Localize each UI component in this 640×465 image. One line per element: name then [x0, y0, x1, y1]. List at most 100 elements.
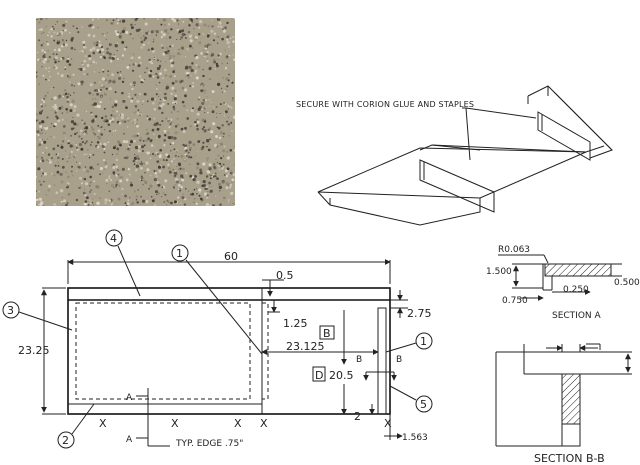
granite-speck: [99, 142, 102, 146]
granite-speck: [212, 173, 215, 176]
granite-speck: [99, 173, 102, 176]
granite-speck: [181, 56, 183, 58]
granite-speck: [189, 193, 192, 196]
granite-speck: [182, 143, 185, 146]
granite-speck: [201, 184, 204, 188]
granite-speck: [160, 35, 163, 38]
granite-speck: [162, 190, 164, 192]
granite-speck: [159, 123, 162, 126]
granite-speck: [78, 135, 81, 138]
granite-speck: [58, 32, 62, 36]
granite-speck: [190, 68, 194, 73]
granite-speck: [80, 147, 84, 151]
granite-speck: [187, 76, 190, 79]
granite-speck: [83, 168, 85, 171]
granite-speck: [81, 137, 83, 140]
granite-speck: [86, 169, 90, 173]
granite-speck: [118, 184, 121, 187]
granite-speck: [201, 145, 205, 149]
granite-speck: [118, 76, 122, 80]
granite-speck: [185, 71, 189, 75]
granite-speck: [97, 136, 99, 138]
granite-speck: [174, 200, 177, 204]
granite-speck: [228, 73, 230, 76]
granite-speck: [127, 199, 130, 202]
granite-speck: [145, 67, 148, 70]
granite-speck: [101, 68, 105, 71]
plan-right-strip: [377, 307, 387, 415]
granite-speck: [205, 202, 210, 206]
granite-speck: [95, 106, 97, 108]
granite-speck: [166, 83, 168, 85]
granite-speck: [176, 123, 180, 126]
granite-speck: [148, 117, 152, 121]
granite-speck: [61, 112, 64, 114]
granite-speck: [206, 96, 208, 98]
granite-speck: [110, 178, 113, 182]
granite-speck: [86, 196, 89, 200]
granite-speck: [127, 147, 130, 150]
granite-speck: [73, 156, 76, 158]
granite-speck: [180, 36, 183, 39]
granite-speck: [81, 26, 83, 28]
granite-speck: [192, 81, 195, 84]
granite-speck: [45, 67, 48, 70]
granite-speck: [175, 175, 177, 177]
granite-speck: [228, 45, 231, 48]
granite-speck: [72, 98, 74, 100]
granite-speck: [214, 172, 217, 175]
granite-speck: [170, 64, 174, 68]
granite-speck: [222, 163, 225, 166]
granite-speck: [125, 156, 128, 160]
granite-speck: [106, 19, 108, 22]
granite-speck: [223, 155, 225, 157]
granite-speck: [219, 131, 223, 135]
granite-speck: [222, 76, 225, 79]
granite-speck: [65, 203, 68, 206]
granite-speck: [193, 123, 197, 126]
granite-speck: [94, 115, 98, 118]
granite-speck: [140, 36, 143, 40]
granite-speck: [111, 105, 115, 109]
granite-speck: [105, 82, 108, 84]
granite-speck: [177, 174, 178, 175]
granite-speck: [46, 91, 49, 94]
granite-speck: [42, 151, 44, 154]
granite-speck: [202, 74, 205, 78]
granite-speck: [70, 46, 74, 50]
granite-speck: [112, 130, 114, 132]
granite-speck: [90, 202, 92, 205]
granite-speck: [92, 103, 96, 106]
granite-speck: [172, 101, 174, 104]
granite-speck: [38, 197, 42, 201]
granite-speck: [108, 87, 112, 91]
granite-speck: [48, 160, 52, 164]
granite-speck: [85, 132, 88, 135]
granite-speck: [202, 180, 206, 184]
granite-speck: [212, 154, 214, 156]
granite-speck: [181, 32, 185, 37]
granite-speck: [208, 143, 210, 145]
granite-speck: [103, 124, 105, 126]
granite-speck: [211, 25, 214, 28]
granite-speck: [172, 168, 174, 171]
granite-speck: [84, 200, 88, 203]
granite-speck: [174, 102, 176, 105]
granite-speck: [37, 133, 40, 137]
granite-speck: [65, 39, 68, 42]
granite-speck: [104, 115, 108, 118]
granite-speck: [159, 164, 161, 166]
granite-speck: [73, 104, 77, 109]
dim-0500: 0.500: [614, 278, 640, 288]
granite-speck: [41, 139, 43, 141]
granite-speck: [99, 72, 101, 74]
granite-speck: [52, 25, 54, 28]
granite-speck: [216, 112, 218, 114]
section-bb-profile: [561, 373, 581, 425]
granite-speck: [131, 69, 135, 72]
granite-speck: [197, 98, 198, 100]
granite-speck: [196, 120, 200, 124]
granite-speck: [79, 132, 82, 135]
granite-speck: [115, 158, 119, 162]
granite-speck: [125, 140, 129, 144]
